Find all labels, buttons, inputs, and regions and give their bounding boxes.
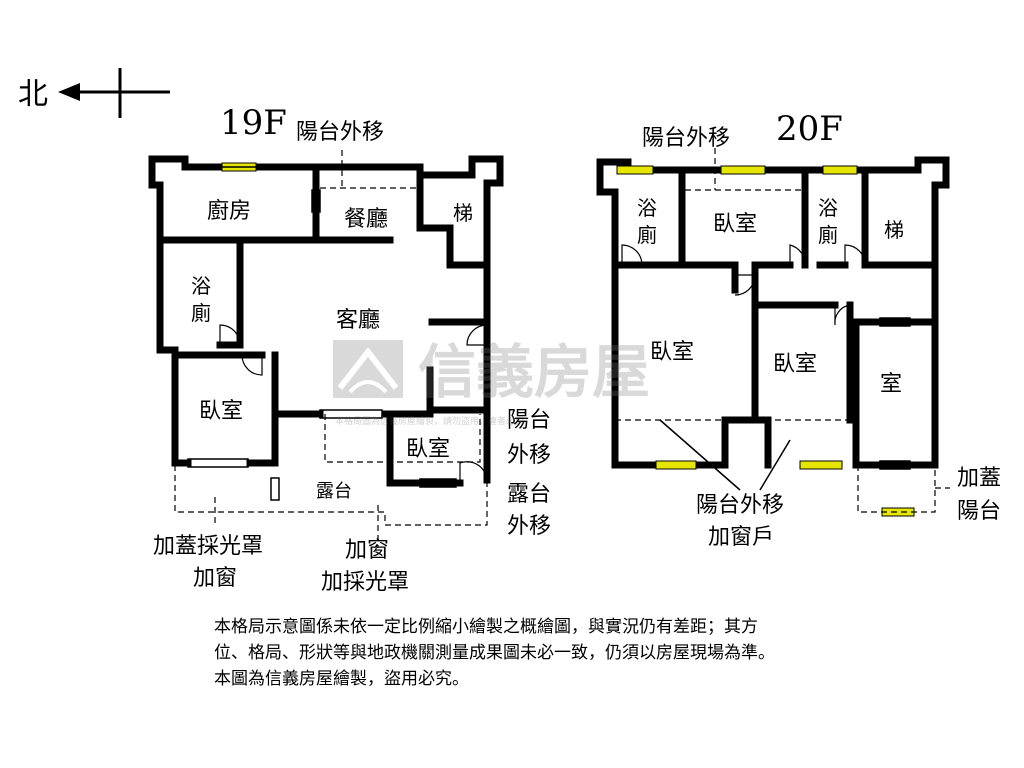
floor-19-title: 19F	[220, 103, 287, 143]
floor-19-plan: 19F 廚房 餐廳 梯 浴 廁 客廳 臥室 臥室 露台 陽台外移 陽台 外移 露…	[148, 103, 551, 595]
note-20-added-balcony-2: 陽台	[957, 499, 1001, 524]
room-19-bedroom-small: 臥室	[406, 437, 450, 462]
room-20-bedroom-west: 臥室	[650, 340, 694, 365]
floor-20-title: 20F	[776, 109, 843, 149]
window-20-bath2	[822, 165, 858, 175]
note-20-balcony-move-top: 陽台外移	[642, 126, 730, 151]
room-19-kitchen: 廚房	[207, 199, 251, 224]
door-20-bedroom-mid	[834, 304, 851, 326]
note-19-skylight-1: 加蓋採光罩	[153, 534, 263, 559]
note-19-balcony-move-top: 陽台外移	[296, 120, 384, 145]
compass: 北	[18, 68, 170, 118]
door-19-bedroom	[241, 354, 263, 376]
door-20-bath1	[621, 244, 643, 266]
room-20-bath2-bottom: 廁	[818, 223, 838, 247]
room-19-dining: 餐廳	[344, 207, 388, 232]
window-20-bedroom-west	[655, 460, 697, 470]
note-20-balcony-move-bottom-2: 加窗戶	[708, 525, 774, 550]
door-20-bath2	[844, 244, 866, 266]
note-19-window-1: 加窗	[345, 538, 389, 563]
room-20-bath1-top: 浴	[637, 196, 657, 220]
north-label: 北	[18, 77, 48, 112]
room-19-bedroom-west: 臥室	[199, 399, 243, 424]
window-20-bedroom-mid	[799, 460, 843, 470]
disclaimer-line-3: 本圖為信義房屋繪製，盜用必究。	[214, 669, 469, 689]
disclaimer: 本格局示意圖係未依一定比例縮小繪製之概繪圖，與實況仍有差距；其方 位、格局、形狀…	[214, 614, 994, 692]
door-20-bedroom-top	[789, 244, 806, 266]
floor-20-dashed-extensions	[615, 148, 950, 513]
note-19-terrace-move-1: 露台	[507, 482, 551, 507]
window-20-bath1	[616, 165, 654, 175]
watermark-small-text: 本格局圖為信義房屋繪製，請勿盜用，違者必究	[335, 415, 524, 427]
door-19-bath	[219, 324, 241, 346]
floor-19-outer-wall	[148, 155, 504, 484]
note-19-balcony-right-2: 外移	[507, 443, 551, 468]
room-20-bath1-bottom: 廁	[637, 223, 657, 247]
note-19-window-2: 加採光罩	[321, 570, 409, 595]
north-arrow-icon	[58, 68, 170, 118]
note-20-balcony-move-bottom-1: 陽台外移	[696, 493, 784, 518]
door-19-living	[466, 324, 488, 346]
room-20-bath2-top: 浴	[818, 196, 838, 220]
window-20-bedroom-top	[720, 165, 766, 175]
room-20-stairs: 梯	[884, 218, 904, 242]
watermark-brand: 信義房屋	[418, 338, 650, 406]
floor-20-plan: 20F 浴 廁 臥室 浴 廁 梯 臥室 臥室 室 陽台外移	[596, 109, 1001, 550]
note-19-balcony-right-1: 陽台	[507, 408, 551, 433]
room-19-living: 客廳	[336, 308, 380, 333]
brand-logo-icon	[333, 340, 403, 398]
room-20-bedroom-mid: 臥室	[773, 352, 817, 377]
door-19-terrace	[459, 461, 488, 484]
floor-19-dashed-extensions	[174, 150, 488, 548]
watermark: 信義房屋 本格局圖為信義房屋繪製，請勿盜用，違者必究	[333, 338, 650, 427]
room-20-room-east: 室	[880, 372, 902, 397]
room-19-terrace: 露台	[316, 481, 352, 502]
note-19-terrace-move-2: 外移	[507, 514, 551, 539]
room-19-bath-top: 浴	[191, 274, 211, 298]
disclaimer-line-2: 位、格局、形狀等與地政機關測量成果圖未必一致，仍須以房屋現場為準。	[214, 643, 775, 663]
note-19-skylight-2: 加窗	[193, 566, 237, 591]
room-19-bath-bottom: 廁	[191, 301, 211, 325]
disclaimer-line-1: 本格局示意圖係未依一定比例縮小繪製之概繪圖，與實況仍有差距；其方	[214, 617, 758, 637]
room-20-bedroom-top: 臥室	[713, 212, 757, 237]
note-20-added-balcony-1: 加蓋	[957, 466, 1001, 491]
door-20-hall	[734, 274, 756, 296]
room-19-stairs: 梯	[453, 201, 473, 225]
